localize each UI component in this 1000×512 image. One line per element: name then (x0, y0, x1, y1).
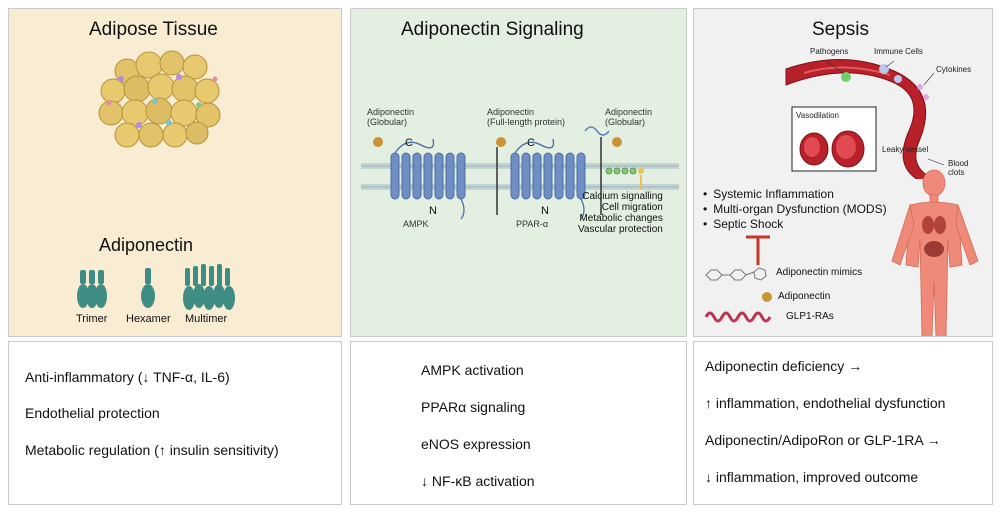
sepsis-bullet-septic-shock: Septic Shock (703, 217, 783, 231)
sepsis-title: Sepsis (812, 19, 870, 40)
sepsis-bullet-systemic-inflammation: Systemic Inflammation (703, 187, 834, 201)
treatment-glp1-ras: GLP1-RAs (786, 311, 834, 322)
membrane-receptor-illustration (361, 126, 679, 220)
outcome-inflammation-dysfunction: ↑ inflammation, endothelial dysfunction (705, 395, 946, 411)
form-label-multimer: Multimer (185, 313, 228, 325)
outcome-adiponectin-deficiency: Adiponectin deficiency → (705, 358, 863, 374)
adiponectin-signaling-panel: Adiponectin Signaling Adiponectin(Globul… (350, 8, 687, 337)
effect-enos-expression: eNOS expression (421, 436, 531, 452)
label-leaky-vessel: Leaky vessel (882, 145, 929, 154)
form-label-hexamer: Hexamer (126, 313, 171, 325)
label-globular-left: Adiponectin(Globular) (367, 107, 415, 127)
treatment-adiponectin-mimics: Adiponectin mimics (776, 267, 863, 278)
glp1-peptide-icon (704, 311, 772, 323)
label-cytokines: Cytokines (936, 65, 972, 74)
sepsis-bullet-mods: Multi-organ Dysfunction (MODS) (703, 202, 886, 216)
form-label-trimer: Trimer (76, 313, 108, 325)
sepsis-outcome-box: Adiponectin deficiency → ↑ inflammation,… (693, 341, 993, 505)
effect-anti-inflammatory: Anti-inflammatory (↓ TNF-α, IL-6) (25, 369, 230, 385)
adiponectin-subtitle: Adiponectin (99, 235, 194, 255)
adiponectin-forms-illustration (77, 264, 235, 310)
molecule-structure-icon (705, 267, 767, 281)
receptor-label-ppar-alpha: PPAR-α (516, 219, 549, 229)
receptor-label-ampk: AMPK (403, 219, 429, 229)
sepsis-panel: Sepsis Pathogens Immune Cells Cytokines … (693, 8, 993, 337)
outcome-improved: ↓ inflammation, improved outcome (705, 469, 919, 485)
terminal-c-left: C (405, 137, 413, 149)
signaling-effects-list: Calcium signalling Cell migration Metabo… (578, 191, 663, 235)
effect-endothelial-protection: Endothelial protection (25, 405, 160, 421)
label-vasodilation: Vasodilation (796, 111, 839, 120)
label-full-length: Adiponectin(Full-length protein) (487, 107, 566, 127)
treatment-adiponectin: Adiponectin (778, 291, 831, 302)
terminal-n-right: N (541, 205, 549, 217)
adipose-cluster-illustration (98, 50, 221, 148)
signaling-effects-box: AMPK activation PPARα signaling eNOS exp… (350, 341, 687, 505)
effect-metabolic-regulation: Metabolic regulation (↑ insulin sensitiv… (25, 442, 279, 458)
label-pathogens: Pathogens (810, 47, 849, 56)
adipose-tissue-title: Adipose Tissue (89, 19, 218, 40)
terminal-n-left: N (429, 205, 437, 217)
adiponectin-signaling-title: Adiponectin Signaling (401, 19, 584, 40)
label-globular-right: Adiponectin(Globular) (605, 107, 653, 127)
effect-ppar-signaling: PPARα signaling (421, 399, 526, 415)
adipose-tissue-panel: Adipose Tissue (8, 8, 342, 337)
effect-nfkb-activation: ↓ NF-κB activation (421, 473, 535, 489)
outcome-adiporon-glp1ra: Adiponectin/AdipoRon or GLP-1RA → (705, 432, 941, 448)
effect-ampk-activation: AMPK activation (421, 362, 524, 378)
blood-vessel-illustration (785, 58, 945, 179)
inhibition-symbol-icon (746, 235, 770, 265)
terminal-c-right: C (527, 137, 535, 149)
human-body-illustration (891, 169, 979, 336)
label-immune-cells: Immune Cells (874, 47, 923, 56)
adiponectin-dot-icon (762, 292, 772, 302)
adipose-effects-box: Anti-inflammatory (↓ TNF-α, IL-6) Endoth… (8, 341, 342, 505)
